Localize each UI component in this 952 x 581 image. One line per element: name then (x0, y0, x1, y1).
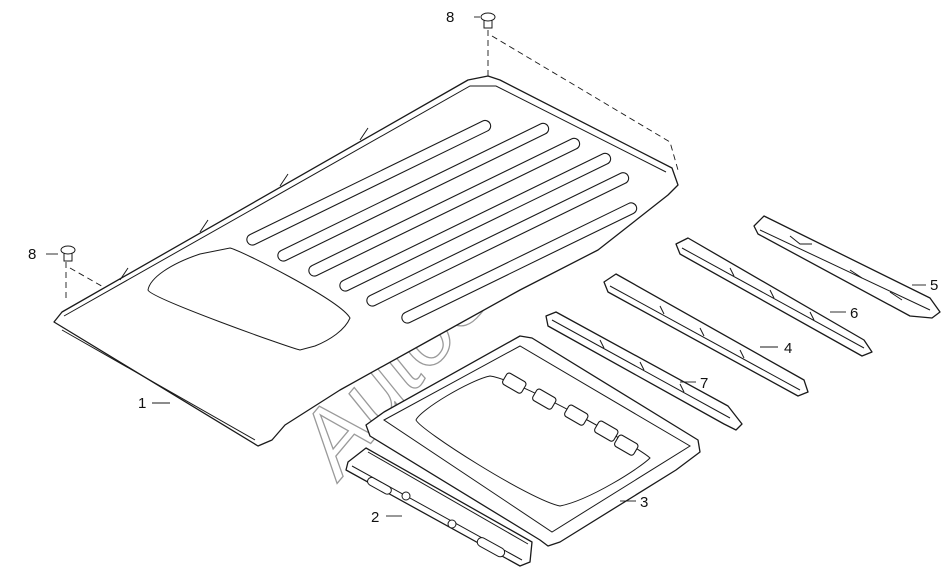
part-8-clip-front (60, 245, 76, 262)
callout-8-front: 8 (28, 246, 36, 263)
callout-7: 7 (700, 375, 708, 392)
frame-cutouts (502, 372, 639, 456)
callout-6: 6 (850, 305, 858, 322)
part-5-rear-header (753, 215, 941, 319)
callout-5: 5 (930, 277, 938, 294)
part-2-front-header (345, 447, 533, 567)
leader-lines (46, 16, 926, 517)
part-4-roof-bow (603, 273, 809, 397)
callout-2: 2 (371, 509, 379, 526)
sunroof-opening (147, 247, 351, 351)
part-2-slot (476, 537, 506, 558)
roof-ribs (246, 119, 638, 324)
assembly-line-rear (487, 30, 679, 171)
part-6-roof-bow (675, 237, 873, 357)
part-8-clip-rear (480, 12, 496, 29)
callout-4: 4 (784, 340, 792, 357)
part-7-roof-bow (545, 311, 743, 431)
part-1-roof-panel (53, 75, 679, 447)
callout-3: 3 (640, 494, 648, 511)
callout-labels: 8 8 1 2 3 4 5 6 7 (28, 9, 938, 526)
part-2-slot (367, 476, 392, 495)
callout-1: 1 (138, 395, 146, 412)
callout-8-rear: 8 (446, 9, 454, 26)
sunroof-frame-opening (415, 375, 651, 507)
part-3-sunroof-frame (365, 335, 701, 547)
